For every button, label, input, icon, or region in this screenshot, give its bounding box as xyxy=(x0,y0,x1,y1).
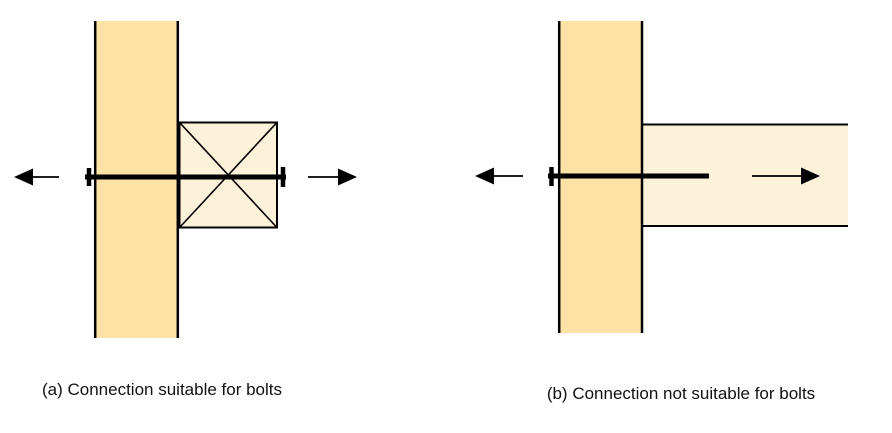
panel-b-drawing xyxy=(475,21,848,333)
right-force-arrow-b xyxy=(752,167,820,185)
left-force-arrow-a xyxy=(14,168,59,186)
panel-a-caption: (a) Connection suitable for bolts xyxy=(41,380,283,399)
left-force-arrow-b xyxy=(475,167,523,185)
right-arrow-b-head-icon xyxy=(801,167,820,185)
right-force-arrow-a xyxy=(308,168,357,186)
left-arrow-a-head-icon xyxy=(14,168,33,186)
right-arrow-a-head-icon xyxy=(338,168,357,186)
panel-a-drawing xyxy=(14,21,357,338)
left-arrow-b-head-icon xyxy=(475,167,494,185)
panel-b-caption: (b) Connection not suitable for bolts xyxy=(546,384,816,403)
bolt-connection-diagram xyxy=(14,21,848,338)
